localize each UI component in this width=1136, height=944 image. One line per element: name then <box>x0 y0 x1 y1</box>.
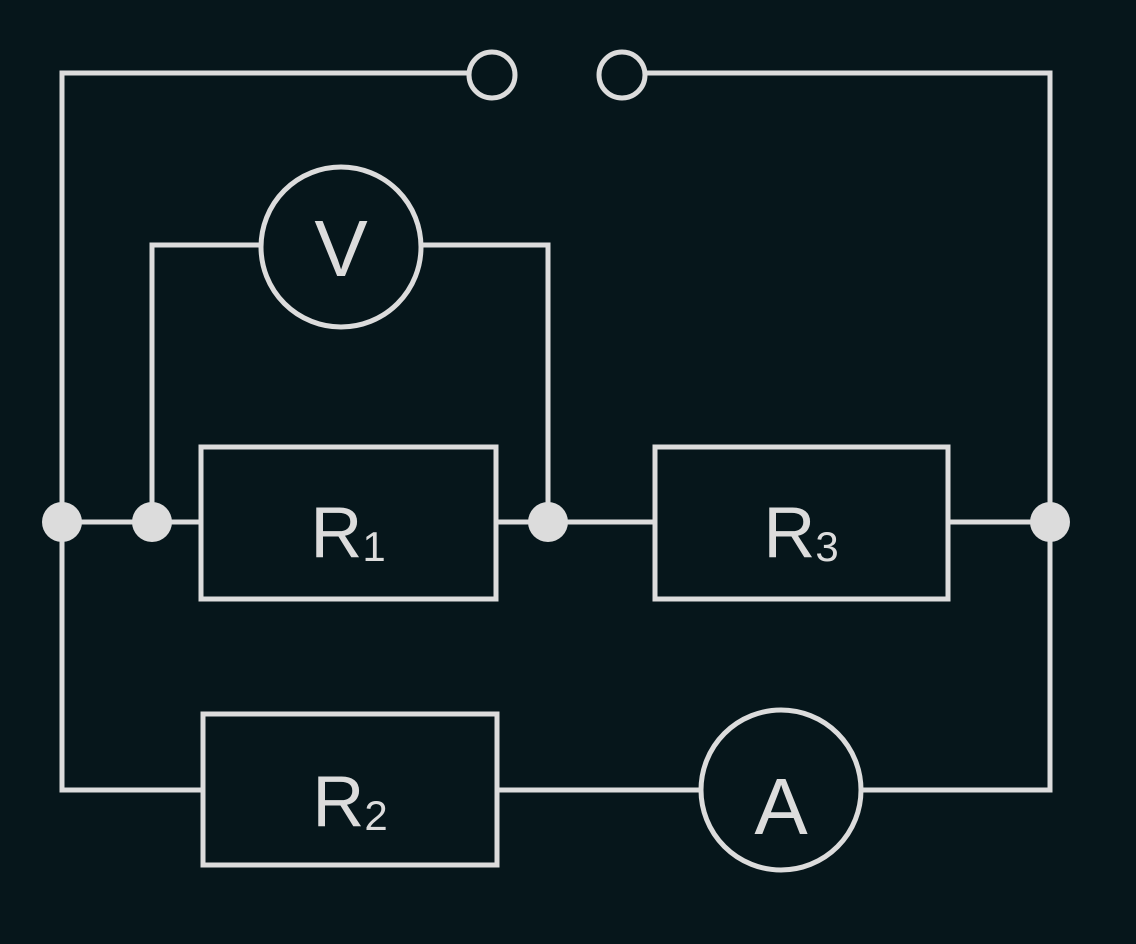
resistor-r2-body <box>200 711 500 868</box>
junction-node-center <box>528 502 568 542</box>
ammeter-circle <box>698 707 864 873</box>
terminal-left <box>466 49 518 101</box>
voltmeter: V <box>258 164 424 330</box>
wire-voltmeter-left <box>149 242 263 525</box>
resistor-r3: R3 <box>652 444 951 602</box>
resistor-r3-subscript: 3 <box>815 523 838 570</box>
resistor-r1: R1 <box>198 444 499 602</box>
resistor-r3-body <box>652 444 951 602</box>
resistor-r2-label: R2 <box>312 762 387 842</box>
resistor-r1-label: R1 <box>310 493 385 573</box>
resistor-r2: R2 <box>200 711 500 868</box>
junction-node-right <box>1030 502 1070 542</box>
ammeter: A <box>698 707 864 873</box>
junction-node-far-left <box>42 502 82 542</box>
resistor-r1-body <box>198 444 499 602</box>
wire-bottom-left <box>59 519 206 793</box>
resistor-r2-letter: R <box>312 762 364 842</box>
wire-voltmeter-right <box>419 242 551 525</box>
resistor-r2-subscript: 2 <box>364 792 387 839</box>
junction-node-left <box>132 502 172 542</box>
resistor-r1-letter: R <box>310 493 362 573</box>
resistor-r1-subscript: 1 <box>362 523 385 570</box>
voltmeter-circle <box>258 164 424 330</box>
wire-top-left <box>59 70 473 525</box>
resistor-r3-letter: R <box>763 493 815 573</box>
wire-bottom-right <box>859 519 1053 793</box>
voltmeter-label: V <box>314 204 368 293</box>
wire-top-right <box>642 70 1053 525</box>
ammeter-label: A <box>754 762 808 851</box>
terminal-right <box>596 49 648 101</box>
resistor-r3-label: R3 <box>763 493 838 573</box>
